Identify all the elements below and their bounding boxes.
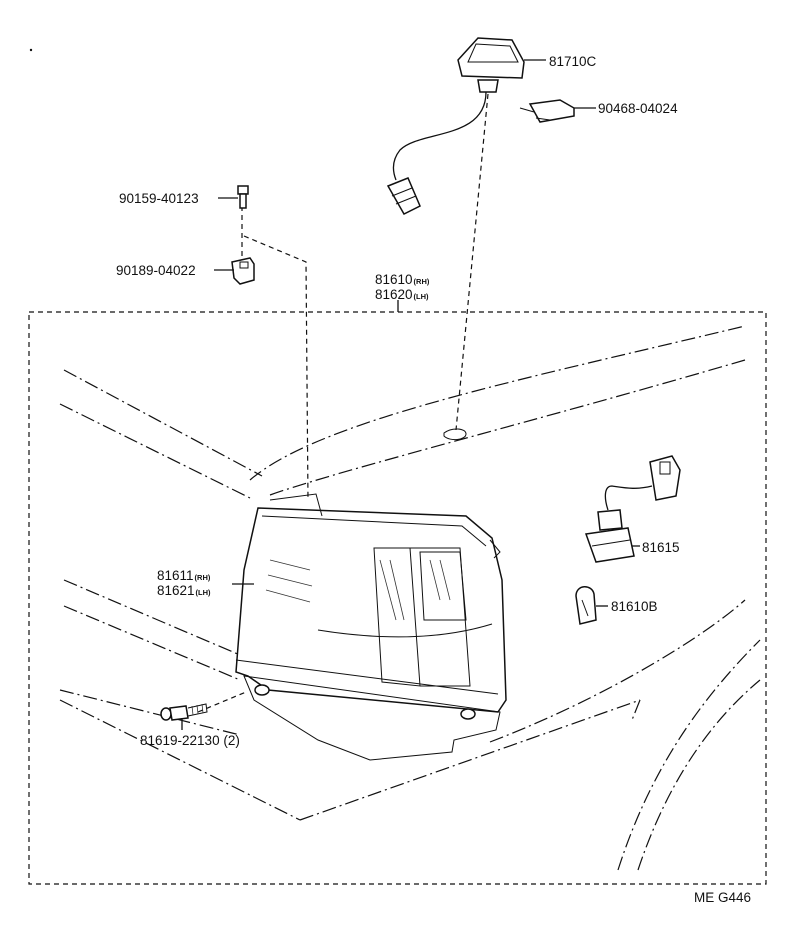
- turn-signal-lamp-assembly: [235, 493, 507, 761]
- bulb-81610b: [575, 586, 597, 625]
- vehicle-body-outline: [59, 325, 761, 871]
- label-81619: 81619-22130 (2): [140, 733, 240, 748]
- screw-81619: [160, 703, 208, 721]
- side-marker-lamp-81710c: [386, 37, 525, 215]
- diagram-code: ME G446: [694, 890, 751, 905]
- stray-mark: [29, 48, 33, 52]
- label-81611: 81611(RH): [157, 568, 211, 583]
- label-81621: 81621(LH): [157, 583, 211, 598]
- label-81710c: 81710C: [549, 54, 597, 69]
- label-90468: 90468-04024: [598, 101, 678, 116]
- screw-90159: [237, 185, 249, 209]
- installation-guide-lines: [197, 93, 489, 713]
- socket-81615: [584, 455, 681, 563]
- label-90189: 90189-04022: [116, 263, 196, 278]
- label-81610b: 81610B: [611, 599, 658, 614]
- assembly-boundary-box: [28, 311, 767, 885]
- nut-90189: [231, 257, 255, 285]
- label-90159: 90159-40123: [119, 191, 199, 206]
- label-81620: 81620(LH): [375, 287, 429, 302]
- clip-90468: [519, 99, 575, 123]
- label-81610: 81610(RH): [375, 272, 430, 287]
- label-81615: 81615: [642, 540, 680, 555]
